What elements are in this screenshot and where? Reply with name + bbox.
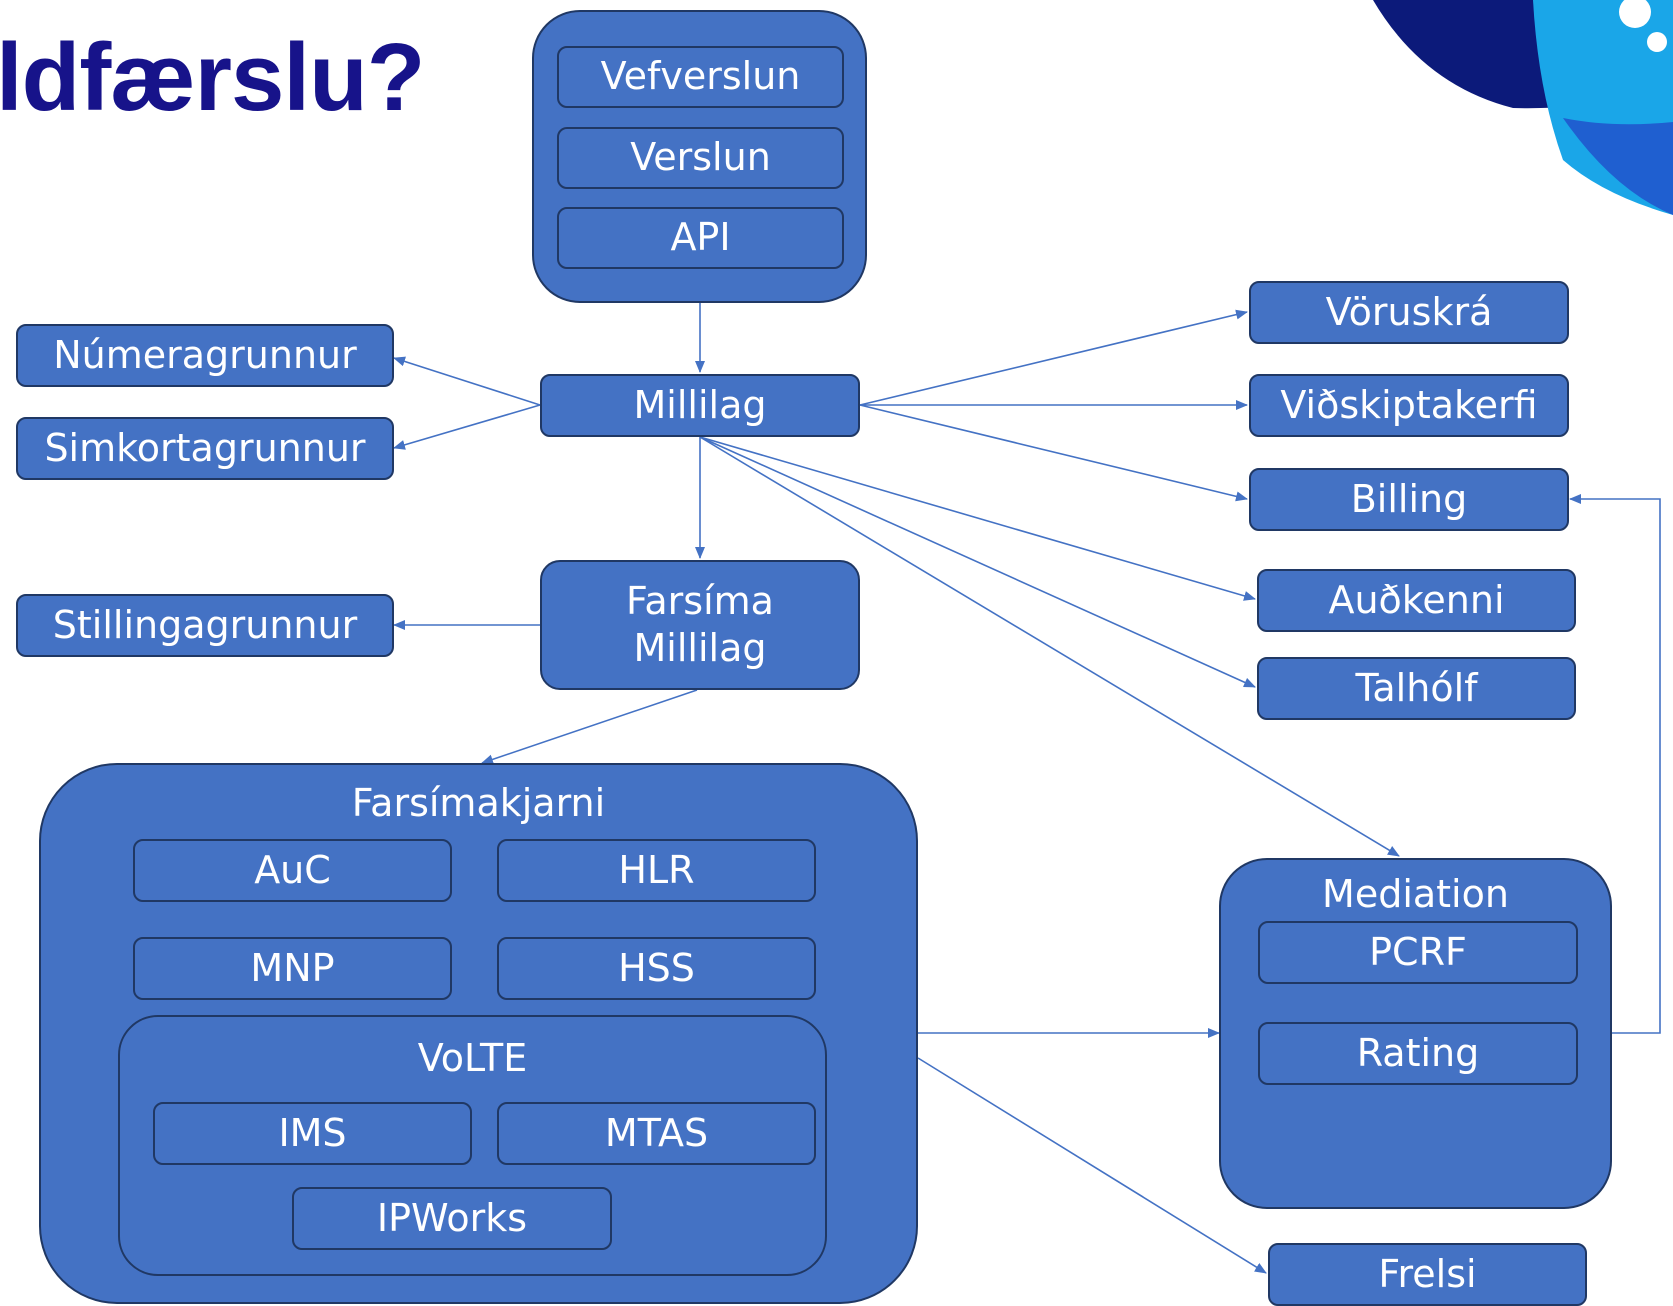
simkortagrunnur-box: Simkortagrunnur	[16, 417, 394, 480]
frelsi-box: Frelsi	[1268, 1243, 1587, 1306]
pcrf-box: PCRF	[1258, 921, 1578, 984]
connector-millilag-to-mediation	[699, 436, 1400, 857]
farsimakjarni-label: Farsímakjarni	[351, 781, 606, 825]
connector-farsimakjarni-to-frelsi	[917, 1057, 1267, 1274]
connector-millilag-to-simkortagrunnur	[393, 404, 541, 450]
audkenni-box: Auðkenni	[1257, 569, 1576, 632]
hlr-box: HLR	[497, 839, 816, 902]
voruskra-box: Vöruskrá	[1249, 281, 1569, 344]
billing-box: Billing	[1249, 468, 1569, 531]
vefverslun-box: Vefverslun	[557, 46, 844, 108]
api-box: API	[557, 207, 844, 269]
rating-box: Rating	[1258, 1022, 1578, 1085]
hss-box: HSS	[497, 937, 816, 1000]
auc-box: AuC	[133, 839, 452, 902]
ipworks-box: IPWorks	[292, 1187, 612, 1250]
logo-swoosh-icon	[1373, 0, 1673, 215]
stillingagrunnur-box: Stillingagrunnur	[16, 594, 394, 657]
mediation-label: Mediation	[1322, 872, 1509, 916]
connector-farsima-to-farsimakjarni	[481, 689, 698, 765]
vidskiptakerfi-box: Viðskiptakerfi	[1249, 374, 1569, 437]
farsima-millilag-box: Farsíma Millilag	[540, 560, 860, 690]
farsima-millilag-line1: Farsíma	[626, 578, 774, 623]
numeragrunnur-box: Númeragrunnur	[16, 324, 394, 387]
mnp-box: MNP	[133, 937, 452, 1000]
talholf-box: Talhólf	[1257, 657, 1576, 720]
connector-millilag-to-talholf	[699, 436, 1256, 688]
mtas-box: MTAS	[497, 1102, 816, 1165]
verslun-box: Verslun	[557, 127, 844, 189]
farsima-millilag-line2: Millilag	[633, 626, 767, 670]
slide-title: ldfærslu?	[0, 24, 425, 131]
connector-millilag-to-billing	[859, 404, 1248, 502]
connector-mediation-to-billing	[1569, 494, 1661, 1034]
connector-millilag-to-numeragrunnur	[393, 356, 541, 406]
connector-millilag-to-audkenni	[699, 436, 1256, 601]
connector-millilag-to-voruskra	[859, 309, 1248, 406]
ims-box: IMS	[153, 1102, 472, 1165]
volte-label: VoLTE	[417, 1036, 528, 1080]
millilag-box: Millilag	[540, 374, 860, 437]
